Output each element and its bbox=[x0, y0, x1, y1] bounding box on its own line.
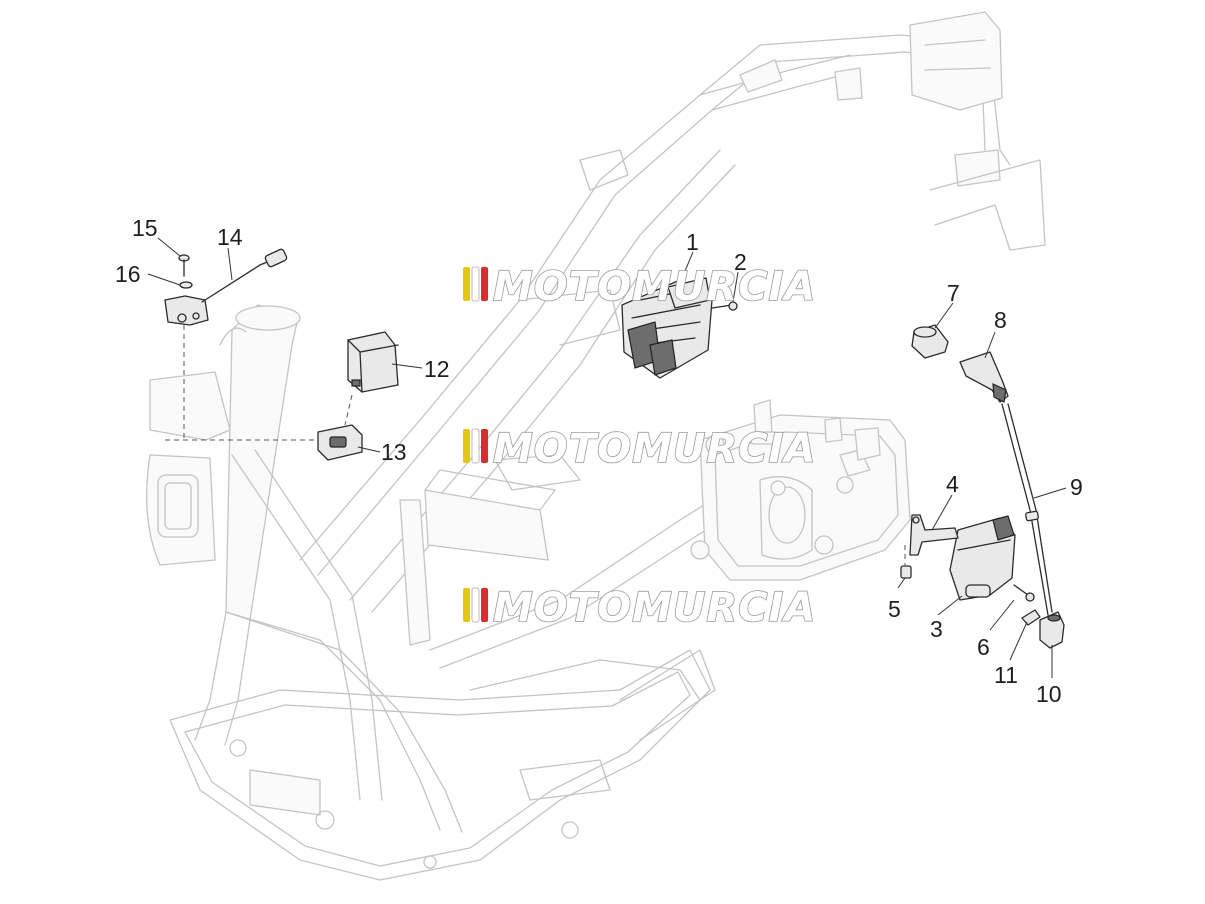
callout-1: 1 bbox=[686, 229, 699, 255]
watermark-text: MOTOMURCIA bbox=[493, 585, 816, 631]
callout-10: 10 bbox=[1036, 681, 1062, 707]
watermark-logo-3: MOTOMURCIA bbox=[463, 584, 816, 632]
watermark-text: MOTOMURCIA bbox=[493, 426, 816, 472]
watermark-stripe bbox=[471, 587, 480, 623]
callout-11: 11 bbox=[994, 662, 1018, 688]
part-1-ecu-unit bbox=[621, 277, 713, 379]
callout-13: 13 bbox=[381, 439, 407, 465]
part-7-sleeve bbox=[911, 324, 949, 359]
callout-6: 6 bbox=[977, 634, 990, 660]
part-3-ignition-coil bbox=[949, 515, 1016, 601]
watermark-logo-2: MOTOMURCIA bbox=[463, 425, 816, 473]
part-13-relay-holder bbox=[317, 424, 363, 461]
callout-12: 12 bbox=[424, 356, 450, 382]
callout-2: 2 bbox=[734, 249, 747, 275]
callout-4: 4 bbox=[946, 471, 959, 497]
part-9-ht-lead bbox=[1001, 403, 1053, 616]
watermark-stripe bbox=[463, 429, 470, 463]
callout-16: 16 bbox=[115, 261, 141, 287]
watermark-stripe bbox=[471, 428, 480, 464]
part-10-plug-cap bbox=[1039, 611, 1065, 649]
callout-7: 7 bbox=[947, 280, 960, 306]
part-12-relay bbox=[347, 331, 399, 393]
part-11-clip bbox=[1021, 609, 1041, 626]
watermark-stripe bbox=[471, 266, 480, 302]
engine-block bbox=[690, 399, 911, 581]
watermark-stripe bbox=[481, 588, 488, 622]
watermark-stripe bbox=[481, 429, 488, 463]
part-5-nut bbox=[900, 565, 912, 579]
callout-labels: 1 2 3 4 5 6 7 8 9 10 11 12 13 14 15 16 bbox=[115, 215, 1083, 707]
callout-15: 15 bbox=[132, 215, 158, 241]
callout-5: 5 bbox=[888, 596, 901, 622]
callout-14: 14 bbox=[217, 224, 243, 250]
part-14-sensor-cable bbox=[164, 248, 288, 326]
assembly-dashed-lines bbox=[165, 325, 906, 565]
watermark-text: MOTOMURCIA bbox=[493, 264, 816, 310]
watermark-logo-1: MOTOMURCIA bbox=[463, 263, 816, 311]
part-15-screw bbox=[178, 254, 190, 277]
watermark-stripe bbox=[481, 267, 488, 301]
callout-3: 3 bbox=[930, 616, 943, 642]
watermark-stripe bbox=[463, 588, 470, 622]
part-16-washer bbox=[179, 281, 193, 289]
part-4-coil-bracket bbox=[909, 514, 959, 556]
callout-8: 8 bbox=[994, 307, 1007, 333]
watermark-stripe bbox=[463, 267, 470, 301]
callout-9: 9 bbox=[1070, 474, 1083, 500]
part-8-ht-boot bbox=[959, 351, 1009, 403]
leader-lines bbox=[147, 237, 1067, 678]
scooter-frame bbox=[146, 11, 1046, 881]
part-6-bolt bbox=[1013, 584, 1035, 602]
